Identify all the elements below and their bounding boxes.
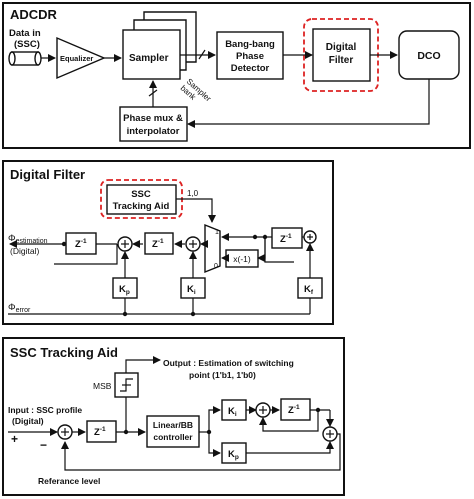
bbpd-label-3: Detector: [231, 63, 270, 74]
adcdr-title: ADCDR: [10, 7, 58, 22]
ssc-ki-in: [208, 406, 221, 432]
bbpd-label-2: Phase: [236, 51, 264, 62]
ssc-minus-sign: −: [40, 438, 47, 452]
ssc-tracking-frame: [2, 337, 345, 496]
ssc-output-arrow: [125, 356, 161, 373]
mux-select-label: 1,0: [187, 189, 199, 198]
phase-mux-label-2: interpolator: [127, 126, 180, 137]
ssc-input-label-1: Input : SSC profile: [8, 405, 82, 415]
df-z1-label-3: Z-1: [280, 233, 292, 245]
ssc-z1-label-2: Z-1: [288, 404, 300, 416]
sampler-bank: Sampler: [122, 11, 197, 80]
data-in-label: Data in: [9, 28, 41, 39]
bbpd-label-1: Bang-bang: [225, 39, 275, 50]
input-connector-icon: [8, 51, 42, 66]
adcdr-panel: ADCDR Data in (SSC) Equalizer Sampler Sa…: [2, 2, 471, 149]
ssc-plus-sign: +: [11, 432, 18, 446]
df-z1-block-2: [144, 232, 174, 255]
ssc-input-label-2: (Digital): [12, 416, 44, 426]
phi-estimation-label: Φestimation: [8, 233, 48, 245]
sampler-box: [122, 29, 181, 80]
digital-filter-box: [312, 28, 371, 82]
phi-error-label: Φerror: [8, 302, 31, 314]
df-z1-label-1: Z-1: [75, 238, 87, 250]
sampler-label: Sampler: [129, 53, 169, 64]
clock-bus-slash: [148, 89, 158, 97]
adcdr-frame: [2, 2, 471, 149]
df-mux-one: 1: [215, 229, 219, 236]
df-loop-1: [54, 244, 118, 265]
ssc-integrator-loop: [259, 410, 319, 432]
ssc-reference-feedback: [61, 433, 341, 471]
digital-filter-title: Digital Filter: [10, 167, 85, 182]
df-invert-label: x(-1): [233, 254, 251, 264]
digital-filter-label-2: Filter: [329, 55, 354, 66]
ssc-output-label-1: Output : Estimation of switching: [163, 358, 294, 368]
ssc-kp-in: [208, 432, 221, 457]
df-node-3: [262, 234, 268, 240]
df-kf-label: Kf: [304, 284, 314, 296]
ssc-z1-label: Z-1: [94, 426, 106, 438]
ssc-kp-to-summer: [246, 441, 334, 454]
dco-feedback-arrow: [187, 79, 430, 128]
df-kp-label: Kp: [119, 284, 130, 296]
ssc-box-label-2: Tracking Aid: [113, 201, 170, 212]
df-z1-block-1: [65, 232, 97, 255]
phi-estimation-note: (Digital): [10, 246, 39, 256]
bang-bang-phase-detector-box: [216, 31, 284, 80]
equalizer-triangle: [56, 36, 106, 80]
reference-level-label: Referance level: [38, 476, 100, 486]
bus-slash: [198, 49, 206, 60]
msb-label: MSB: [93, 381, 112, 391]
controller-label-1: Linear/BB: [153, 420, 193, 430]
phase-mux-interpolator-box: [119, 106, 188, 142]
df-z1-label-2: Z-1: [152, 238, 164, 250]
ssc-output-label-2: point (1'b1, 1'b0): [189, 370, 256, 380]
ssc-tracking-aid-box: [106, 184, 177, 215]
digital-filter-frame: [2, 160, 334, 325]
digital-filter-label-1: Digital: [326, 42, 357, 53]
phase-mux-label-1: Phase mux &: [123, 113, 183, 124]
ssc-tracking-panel: SSC Tracking Aid Output : Estimation of …: [2, 337, 345, 496]
ssc-tracking-title: SSC Tracking Aid: [10, 345, 118, 360]
ssc-box-label-1: SSC: [131, 189, 151, 200]
df-ki-label: Ki: [187, 284, 196, 296]
df-mux-zero: 0: [214, 263, 218, 270]
ssc-select-arrow: [176, 198, 216, 223]
data-in-ssc-label: (SSC): [14, 39, 40, 50]
df-z1-block-3: [271, 227, 303, 249]
digital-filter-panel: Digital Filter SSC Tracking Aid 1,0 Φest…: [2, 160, 334, 325]
controller-label-2: controller: [153, 432, 193, 442]
ssc-ki-label: Ki: [228, 406, 237, 418]
df-node-1: [61, 241, 67, 247]
equalizer-label: Equalizer: [60, 54, 93, 63]
dco-label: DCO: [417, 50, 440, 62]
df-mux: [204, 223, 221, 274]
df-loop-3: [264, 237, 294, 263]
ssc-kp-label: Kp: [228, 449, 239, 461]
